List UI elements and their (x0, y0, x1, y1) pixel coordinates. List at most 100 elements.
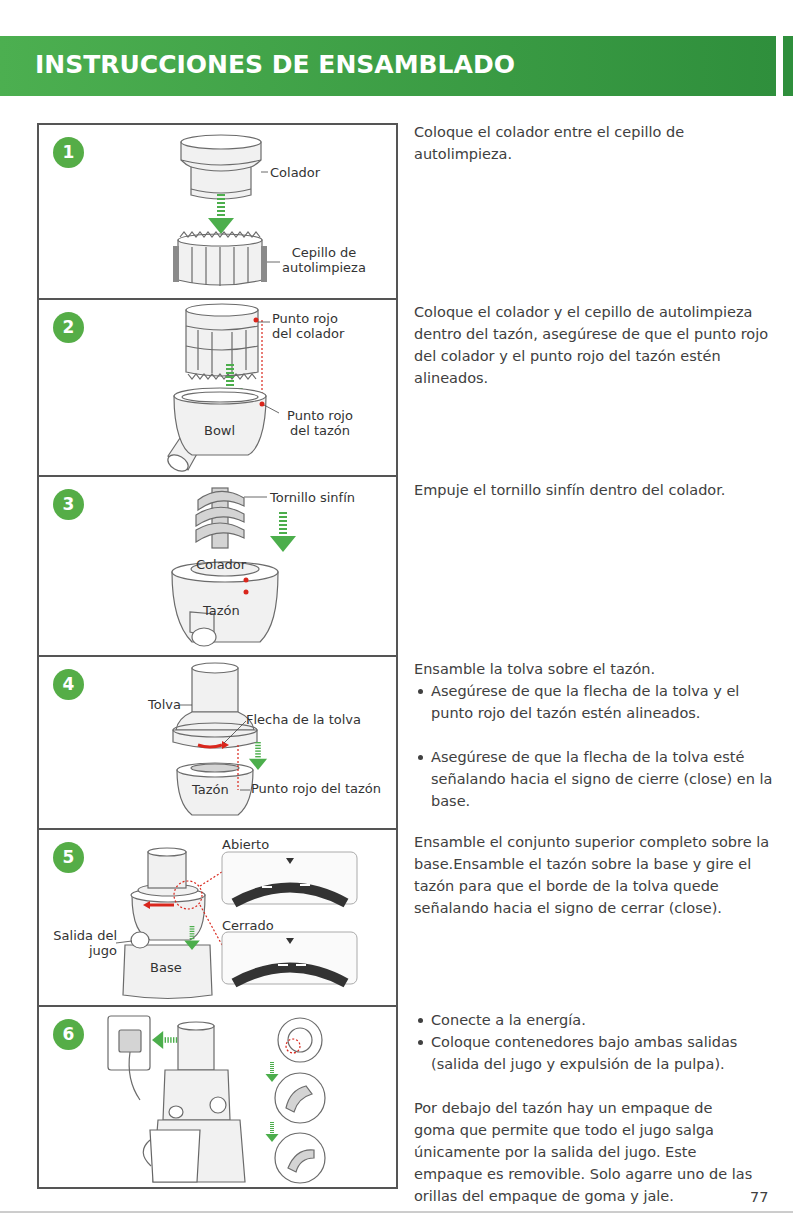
page-edge-tab (783, 36, 793, 96)
leader-line (180, 705, 192, 706)
brush-bar (233, 247, 234, 285)
red-arrow-head (222, 741, 229, 749)
hopper-rim (148, 848, 186, 856)
juice-cup (150, 1130, 200, 1182)
pointer (286, 938, 294, 944)
strainer-band (191, 189, 251, 193)
strainer-rim (186, 304, 258, 316)
spout-opening (165, 451, 191, 474)
lock-ring (234, 888, 346, 904)
down-arrow (184, 926, 200, 950)
power-cord (129, 1052, 140, 1100)
part-label: Abierto (222, 837, 302, 852)
ring-mark (262, 886, 272, 888)
hopper-lid (173, 730, 257, 748)
instruction-text: Asegúrese de que la flecha de la tolva e… (431, 746, 786, 812)
strainer-rim (191, 764, 239, 772)
step-number: 4 (53, 669, 84, 700)
bullet-dot (418, 1040, 423, 1045)
part-label: Tazón (192, 782, 240, 797)
strainer-band (191, 167, 251, 171)
red-dot (244, 578, 249, 583)
open-detail (222, 852, 357, 904)
step-number-text: 2 (63, 319, 75, 336)
step-number-text: 6 (63, 1026, 75, 1043)
step-number: 1 (53, 137, 84, 168)
hopper-drawing (173, 663, 257, 749)
step-number: 2 (53, 312, 84, 343)
auger-flight (196, 523, 244, 542)
detail-mark (286, 1039, 300, 1053)
leader-line (240, 790, 250, 791)
cup-handle (143, 1140, 151, 1166)
juice-spout (169, 1106, 183, 1118)
brush-teeth (180, 232, 260, 237)
strainer-band (181, 160, 261, 165)
ring-mark (300, 884, 310, 886)
down-arrow (270, 512, 296, 552)
red-dot (260, 402, 265, 407)
brush-bar (191, 247, 192, 283)
instruction-text: Coloque el colador y el cepillo de autol… (414, 301, 786, 389)
part-label: Cerrado (222, 918, 302, 933)
hopper-lid-edge (173, 723, 257, 737)
gasket (288, 1150, 314, 1172)
auger-drawing (196, 488, 244, 548)
closed-detail (222, 932, 357, 984)
hopper-tube (178, 1026, 214, 1070)
step-panel: ColadorCepillo de autolimpieza1 (37, 123, 398, 300)
instruction-text: Ensamble el conjunto superior completo s… (414, 831, 786, 919)
juice-spout (131, 932, 149, 948)
detail-circle (275, 1073, 325, 1123)
step-panel: Punto rojo del coladorBowlPunto rojo del… (37, 298, 398, 477)
hopper-tube (192, 668, 238, 712)
brush-bar (211, 332, 212, 373)
leader-line (267, 262, 280, 263)
leader-line (116, 941, 132, 943)
left-arrow (152, 1031, 180, 1049)
footer-rule (0, 1212, 793, 1213)
instruction-text: Ensamble la tolva sobre el tazón. (414, 658, 786, 680)
outlet-drawing (108, 1016, 150, 1100)
detail-leader (200, 872, 222, 886)
part-label: Punto rojo del tazón (251, 781, 393, 796)
motor-base (123, 945, 212, 999)
instruction-text: Conecte a la energía. (431, 1009, 786, 1031)
brush-drawing (173, 232, 267, 286)
bullet-dot (418, 1018, 423, 1023)
brush-bar (197, 330, 198, 370)
leader-line (264, 405, 279, 413)
instruction-text: Asegúrese de que la flecha de la tolva y… (431, 680, 786, 724)
down-arrow (266, 1062, 279, 1082)
red-arrow-head (143, 901, 150, 909)
part-label: Flecha de la tolva (246, 712, 386, 727)
bowl-drawing (165, 388, 266, 475)
part-label: Cepillo de autolimpieza (278, 245, 370, 275)
leader-line (224, 721, 246, 743)
instruction-text: Coloque el colador entre el cepillo de a… (414, 121, 786, 165)
leader-line (244, 497, 267, 498)
strainer-drawing (181, 135, 261, 199)
part-label: Punto rojo del tazón (278, 408, 362, 438)
spout-opening (192, 628, 216, 646)
part-label: Base (150, 960, 194, 975)
detail-circle (174, 881, 202, 909)
juicer-drawing (123, 848, 212, 999)
ring-mark (296, 964, 306, 966)
strainer-brush-drawing (186, 304, 259, 379)
down-arrow (249, 742, 267, 770)
detail-frame (222, 932, 357, 984)
strainer-body (181, 142, 261, 199)
detail-frame (222, 852, 357, 904)
header-band (0, 36, 776, 96)
bowl-inner-rim (182, 392, 258, 402)
page-number: 77 (750, 1186, 786, 1208)
brush-bar (245, 330, 246, 370)
part-label: Bowl (204, 423, 248, 438)
brush-bar (205, 247, 206, 285)
red-dot (254, 318, 259, 323)
step-number: 6 (53, 1019, 84, 1050)
strainer-body (186, 310, 258, 376)
alignment-line (237, 745, 238, 790)
